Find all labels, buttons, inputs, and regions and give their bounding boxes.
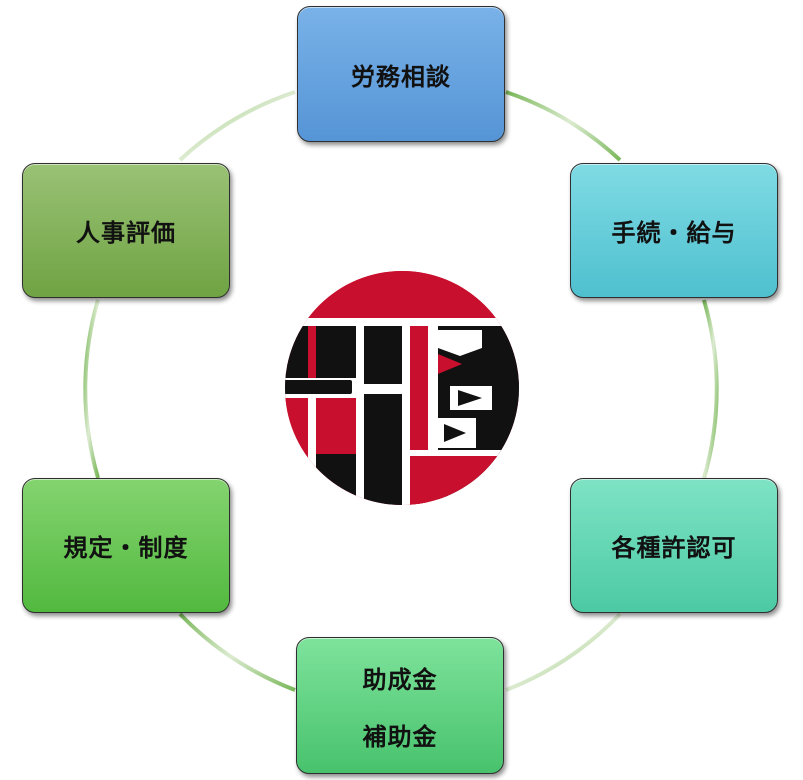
ring-arc-top-left [178,90,296,162]
node-personnel-evaluation: 人事評価 [22,163,230,298]
node-label: 人事評価 [76,219,176,247]
ring-arc-top-right [505,90,622,162]
node-procedures-payroll: 手続・給与 [570,163,778,298]
node-label: 各種許認可 [611,534,737,562]
ring-arc-left [83,299,100,479]
node-label: 規定・制度 [63,534,189,562]
node-label-line1: 助成金 [362,665,438,694]
ring-arc-bottom-right [505,612,622,692]
node-permits-licenses: 各種許認可 [570,478,778,613]
node-label: 労務相談 [351,62,451,91]
node-label-line2: 補助金 [362,722,438,751]
ring-arc-right [702,299,719,479]
node-labor-consultation: 労務相談 [297,6,505,142]
node-label: 手続・給与 [611,219,737,247]
node-regulations-systems: 規定・制度 [22,478,230,613]
node-grants-subsidies: 助成金 補助金 [296,637,504,774]
ring-arc-bottom-left [178,612,296,692]
center-logo-icon [285,271,519,505]
